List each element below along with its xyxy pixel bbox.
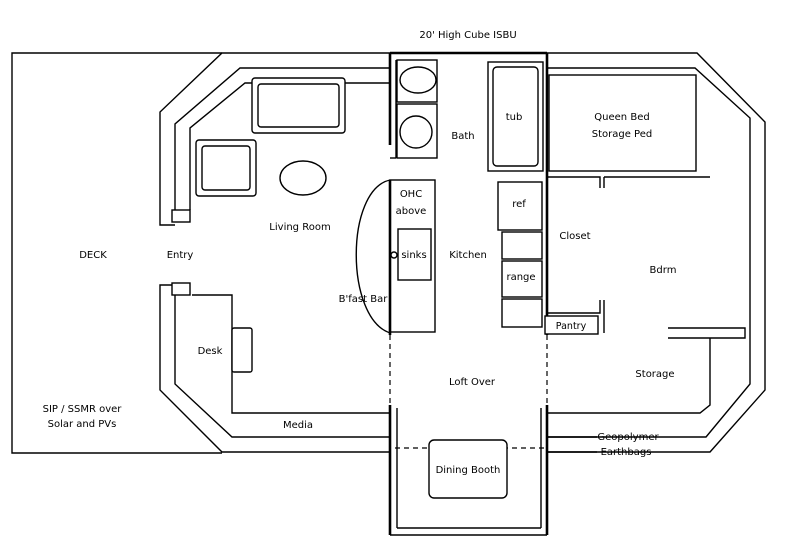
bfast-bar-curve <box>355 179 391 334</box>
entry-label: Entry <box>167 250 194 261</box>
pantry-label: Pantry <box>556 321 587 332</box>
living-room-furniture <box>195 77 346 197</box>
bedroom-area <box>544 74 710 335</box>
sofa-seat <box>257 83 340 128</box>
bdrm-label: Bdrm <box>650 265 677 276</box>
storage-label: Storage <box>635 369 674 380</box>
deck-outline <box>11 52 222 454</box>
earthbags-label: Earthbags <box>601 447 652 458</box>
solar-pv-label: Solar and PVs <box>48 419 117 430</box>
tub-label: tub <box>506 112 523 123</box>
bath-label: Bath <box>451 131 474 142</box>
range-stove <box>501 260 543 298</box>
refrigerator <box>497 181 543 231</box>
queen-bed-label: Queen Bed <box>594 112 649 123</box>
faucet <box>390 251 398 259</box>
tub-inner <box>492 66 539 167</box>
cabinet-lower <box>501 298 543 328</box>
loft-over-label: Loft Over <box>449 377 496 388</box>
desk-label: Desk <box>198 346 223 357</box>
ref-label: ref <box>512 199 526 210</box>
media-label: Media <box>283 420 313 431</box>
queen-bed <box>548 74 697 172</box>
kitchen-label: Kitchen <box>449 250 487 261</box>
range-label: range <box>506 272 535 283</box>
living-room-label: Living Room <box>269 222 330 233</box>
sinks-label: sinks <box>401 250 426 261</box>
dining-booth-table <box>428 439 508 499</box>
geopolymer-label: Geopolymer <box>597 432 659 443</box>
ohc-above-label: above <box>396 206 427 217</box>
deck-label: DECK <box>79 250 107 261</box>
kitchen-fixtures <box>355 179 543 334</box>
storage-ped-label: Storage Ped <box>592 129 652 140</box>
counter-left <box>389 179 436 333</box>
bfast-bar-label: B'fast Bar <box>339 294 389 305</box>
sink <box>397 228 432 281</box>
armchair-seat <box>201 145 251 191</box>
ohc-label: OHC <box>400 189 422 200</box>
coffee-table <box>279 160 327 196</box>
earthbag-wall <box>159 52 766 453</box>
closet-label: Closet <box>559 231 590 242</box>
cabinet-upper <box>501 231 543 260</box>
sip-label: SIP / SSMR over <box>43 404 123 415</box>
desk-chair <box>231 327 253 373</box>
dining-booth-label: Dining Booth <box>436 465 501 476</box>
washer-drum <box>399 115 433 149</box>
bath-fixtures <box>396 59 544 172</box>
toilet-bowl <box>399 66 437 94</box>
pantry-box <box>544 315 599 335</box>
plan-title: 20' High Cube ISBU <box>419 30 516 41</box>
